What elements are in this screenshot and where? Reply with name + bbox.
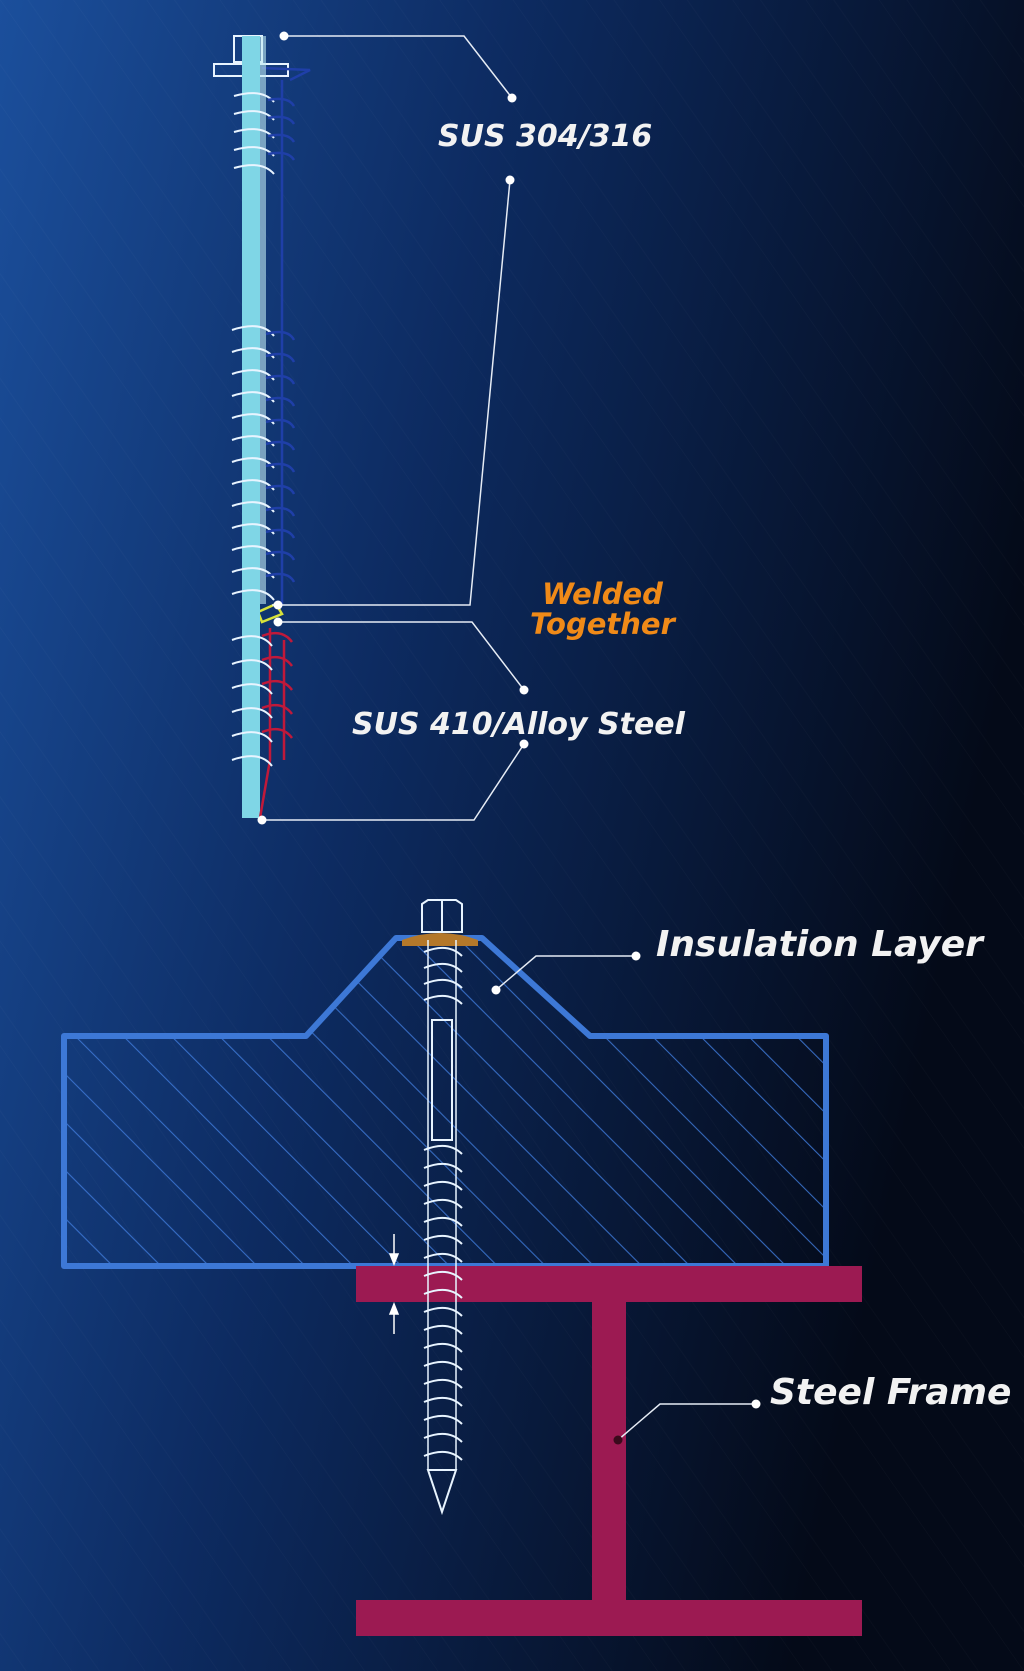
leader-lines-top — [262, 35, 525, 821]
insulation-layer — [61, 935, 829, 1269]
upper-thread-blue — [267, 97, 296, 161]
shank-highlight — [260, 36, 266, 604]
bimetal-screw-drawing-icon — [213, 35, 311, 819]
label-sus-304-316: SUS 304/316 — [438, 119, 652, 154]
ibeam-bottom-flange — [356, 1600, 862, 1636]
label-insulation-layer: Insulation Layer — [656, 924, 985, 965]
head-outline-blue — [261, 66, 311, 82]
steel-frame-dot — [613, 1435, 623, 1445]
tip-thread-white — [231, 635, 273, 767]
steel-frame-ibeam — [356, 1266, 862, 1636]
tip-thread-red — [258, 628, 294, 819]
leader-lines-bottom — [495, 955, 756, 1441]
weld-zone — [256, 602, 284, 624]
ibeam-top-flange — [356, 1266, 862, 1302]
gap-dimension-arrows — [388, 1234, 400, 1334]
label-together: Together — [530, 607, 677, 641]
middle-thread-blue — [265, 330, 296, 583]
screw-shank-tip-part — [242, 604, 260, 818]
label-sus-410-alloy-steel: SUS 410/Alloy Steel — [352, 707, 686, 742]
leader-dots-bottom — [491, 951, 761, 1409]
label-steel-frame: Steel Frame — [770, 1372, 1011, 1413]
screw-shank-stainless — [242, 36, 260, 604]
washer — [402, 933, 478, 946]
leader-dots-top — [257, 31, 529, 825]
label-welded: Welded — [542, 577, 663, 611]
ibeam-web — [592, 1302, 626, 1602]
installed-screw-icon — [421, 899, 463, 1516]
